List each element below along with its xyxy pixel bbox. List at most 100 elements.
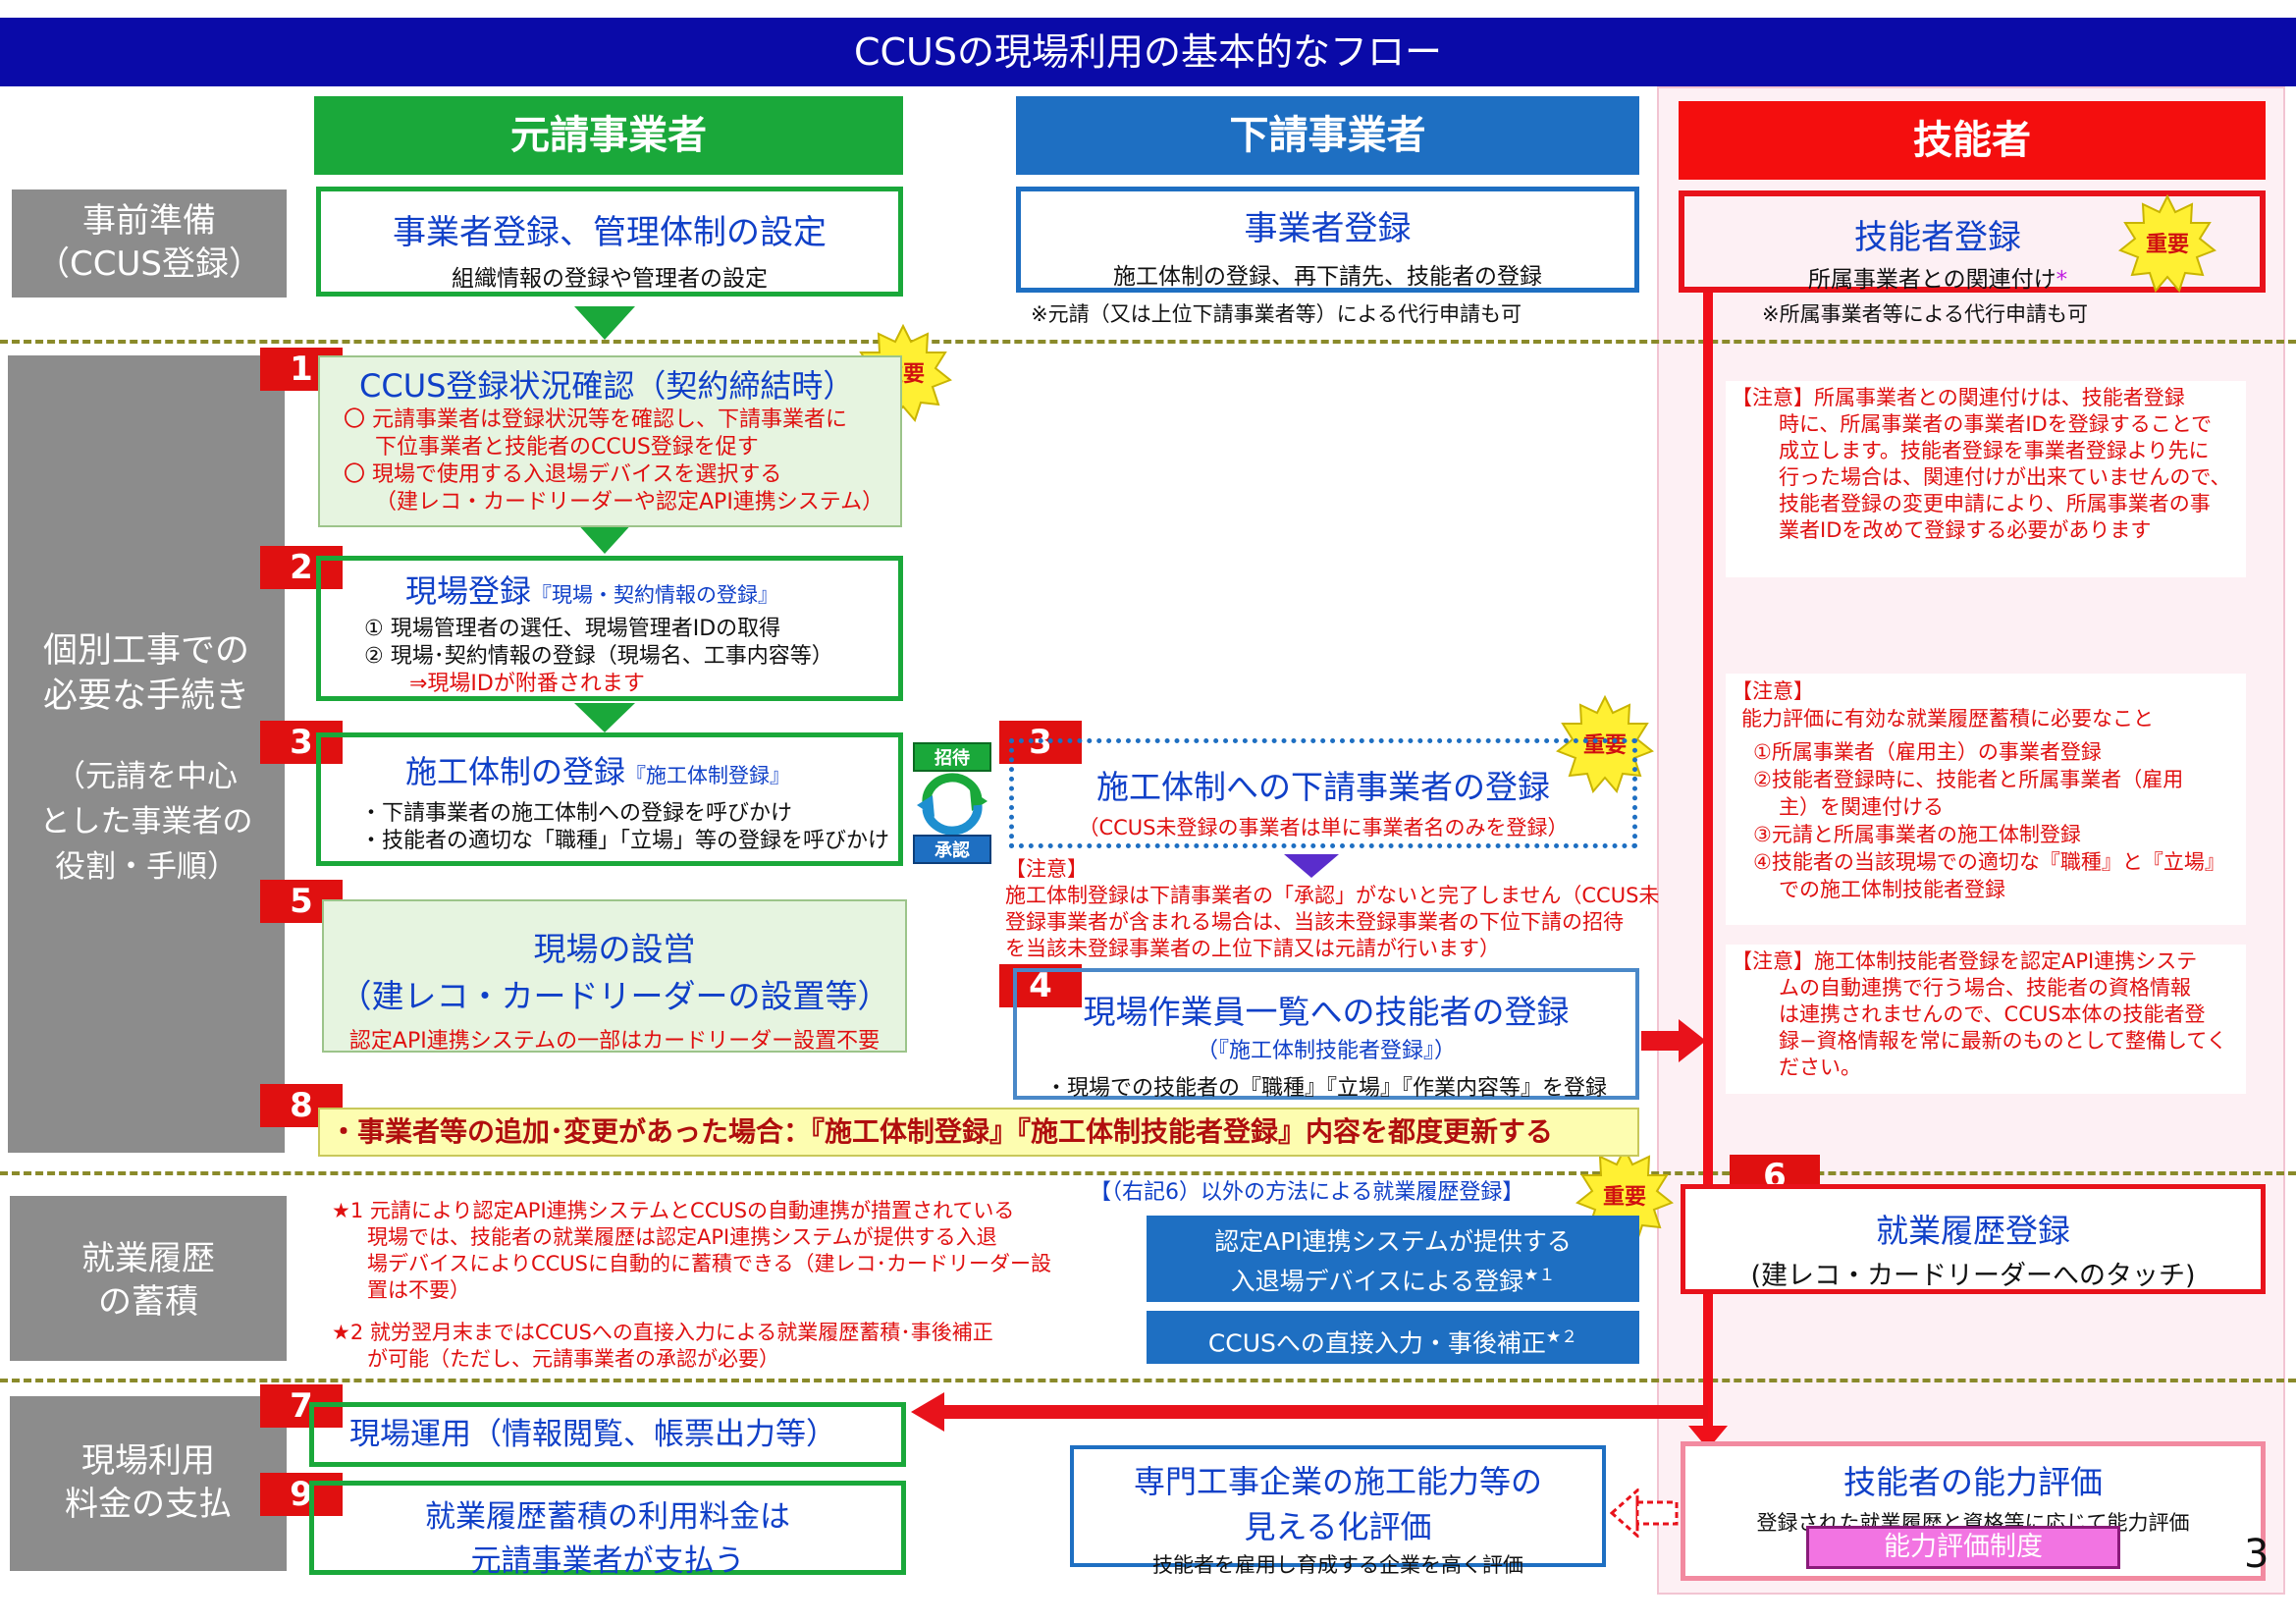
step6-box: 就業履歴登録 (建レコ・カードリーダーへのタッチ) [1681,1184,2266,1294]
worker-note-1-line3: 成立します。技能者登録を事業者登録より先に [1779,439,2210,462]
column-header-worker: 技能者 [1679,101,2266,180]
worker-note-2: 【注意】 能力評価に有効な就業履歴蓄積に必要なこと ①所属事業者（雇用主）の事業… [1726,674,2246,925]
prime-prep-sub: 組織情報の登録や管理者の設定 [452,266,768,292]
row-label-procedures-line1: 個別工事での [42,631,249,671]
step1-title: CCUS登録状況確認（契約締結時） [359,367,855,405]
worker-prep-note: ※所属事業者等による代行申請も可 [1762,302,2088,326]
step2-title-note: 『現場・契約情報の登録』 [531,583,779,607]
step1-box: CCUS登録状況確認（契約締結時） 〇 元請事業者は登録状況等を確認し、下請事業… [318,355,902,527]
row-label-procedures-line4: とした事業者の [39,804,253,839]
row-label-procedures-line3: （元請を中心 [55,759,238,794]
step3-line2: ・技能者の適切な「職種」「立場」等の登録を呼びかけ [360,829,890,853]
history-direct-text: CCUSへの直接入力・事後補正 [1207,1328,1546,1358]
company-eval-box: 専門工事企業の施工能力等の 見える化評価 技能者を雇用し育成する企業を高く評価 [1070,1445,1606,1577]
step4-sub: ・現場での技能者の『職種』『立場』『作業内容等』を登録 [1044,1076,1607,1101]
page-number: 3 [2244,1532,2269,1577]
step4-title: 現場作業員一覧への技能者の登録 [1083,993,1570,1031]
history-device-box: 認定API連携システムが提供する 入退場デバイスによる登録★１ [1147,1216,1639,1302]
step3-box: 施工体制の登録『施工体制登録』 ・下請事業者の施工体制への登録を呼びかけ ・技能… [316,732,903,866]
important-badge-prep: 重要 [2118,194,2216,293]
step5-sub: 認定API連携システムの一部はカードリーダー設置不要 [348,1029,881,1054]
row-label-procedures-line5: 役割・手順） [55,849,238,885]
step2-line1: ① 現場管理者の選任、現場管理者IDの取得 [364,617,781,641]
step5-title2: （建レコ・カードリーダーの設置等） [339,977,890,1015]
worker-eval-title: 技能者の能力評価 [1843,1463,2103,1501]
important-badge-history-text: 重要 [1603,1185,1646,1210]
worker-note-2-line0: 能力評価に有効な就業履歴蓄積に必要なこと [1741,707,2154,731]
step3b-sub: （CCUS未登録の事業者は単に事業者名のみを登録） [1078,816,1569,839]
prime-prep-box: 事業者登録、管理体制の設定 組織情報の登録や管理者の設定 [316,187,903,297]
step5-box: 現場の設営 （建レコ・カードリーダーの設置等） 認定API連携システムの一部はカ… [322,899,907,1054]
step9-box: 就業履歴蓄積の利用料金は 元請事業者が支払う [309,1481,906,1579]
row-label-fee-line1: 現場利用 [81,1441,215,1481]
row-label-procedures: 個別工事での 必要な手続き （元請を中心 とした事業者の 役割・手順） [8,355,285,1153]
worker-note-2-line5: ④技能者の当該現場での適切な『職種』と『立場』 [1753,850,2225,874]
ability-eval-badge[interactable]: 能力評価制度 [1806,1526,2120,1569]
sub-prep-box: 事業者登録 施工体制の登録、再下請先、技能者の登録 [1016,187,1639,293]
separator-3 [0,1379,2296,1382]
step9-title1: 就業履歴蓄積の利用料金は [425,1499,790,1535]
important-badge-step3b-text: 重要 [1583,733,1627,758]
history-direct-box: CCUSへの直接入力・事後補正★２ [1147,1311,1639,1364]
worker-note-3-line1: 施工体制技能者登録を認定API連携システ [1814,949,2198,973]
step9-title2: 元請事業者が支払う [470,1543,745,1579]
history-direct-star: ★２ [1545,1327,1578,1347]
history-device-line1: 認定API連携システムが提供する [1214,1227,1572,1256]
step8-text: ・事業者等の追加･変更があった場合：『施工体制登録』『施工体制技能者登録』内容を… [330,1115,1554,1148]
company-eval-line2: 見える化評価 [1244,1508,1432,1545]
step1-line2: 下位事業者と技能者のCCUS登録を促す [375,435,759,460]
step8-box: ・事業者等の追加･変更があった場合：『施工体制登録』『施工体制技能者登録』内容を… [318,1108,1639,1157]
worker-note-3-line3: は連携されませんので、CCUS本体の技能者登 [1779,1002,2206,1026]
row-label-prep-line1: 事前準備 [82,201,216,241]
worker-note-1-line1: 所属事業者との関連付けは、技能者登録 [1814,386,2185,409]
worker-note-3-line4: 録−資格情報を常に最新のものとして整備してく [1779,1029,2227,1053]
company-eval-sub: 技能者を雇用し育成する企業を高く評価 [1152,1553,1523,1577]
step3-title-note: 『施工体制登録』 [625,764,791,787]
step-number-9: 9 [260,1473,343,1516]
step-number-3: 3 [260,721,343,764]
history-note-2-line2: が可能（ただし、元請事業者の承認が必要） [367,1347,779,1371]
history-note-1-line2: 現場では、技能者の就業履歴は認定API連携システムが提供する入退 [367,1225,997,1249]
worker-prep-sub: 所属事業者との関連付け* [1684,260,2191,294]
dashed-arrow-left [1610,1489,1679,1538]
history-note-1-line3: 場デバイスによりCCUSに自動的に蓄積できる（建レコ･カードリーダー設 [367,1252,1052,1275]
step4-box: 現場作業員一覧への技能者の登録 （『施工体制技能者登録』） ・現場での技能者の『… [1013,968,1639,1101]
row-label-history: 就業履歴 の蓄積 [10,1196,287,1361]
invite-label: 招待 [913,742,991,772]
step2-box: 現場登録『現場・契約情報の登録』 ① 現場管理者の選任、現場管理者IDの取得 ②… [316,556,903,701]
starburst-shape [1556,695,1654,793]
step5-title1: 現場の設営 [533,930,696,968]
column-header-prime: 元請事業者 [314,96,903,175]
down-arrow-2 [574,520,635,554]
separator-1 [0,340,2296,344]
worker-note-2-line1: ①所属事業者（雇用主）の事業者登録 [1753,740,2102,764]
page-title: CCUSの現場利用の基本的なフロー [0,18,2296,86]
history-note-2: ★2 就労翌月末まではCCUSへの直接入力による就業履歴蓄積･事後補正 が可能（… [332,1320,1078,1373]
row-label-prep: 事前準備 （CCUS登録） [12,189,287,298]
step4-title-note: （『施工体制技能者登録』） [1196,1039,1456,1063]
arrow-to-step7 [911,1392,1708,1432]
worker-note-1-line5: 技能者登録の変更申請により、所属事業者の事 [1779,492,2211,515]
step3-line1: ・下請事業者の施工体制への登録を呼びかけ [360,801,793,826]
important-badge-step3b: 重要 [1556,695,1654,793]
worker-prep-title: 技能者登録 [1854,218,2021,257]
row-label-procedures-line2: 必要な手続き [42,677,249,716]
separator-2 [0,1171,2296,1175]
history-note-2-line1: ★2 就労翌月末まではCCUSへの直接入力による就業履歴蓄積･事後補正 [332,1321,993,1344]
worker-note-3: 【注意】施工体制技能者登録を認定API連携システ ムの自動連携で行う場合、技能者… [1726,945,2246,1094]
row-label-fee-line2: 料金の支払 [65,1485,232,1524]
step-number-2: 2 [260,546,343,589]
worker-note-2-line2: ②技能者登録時に、技能者と所属事業者（雇用 [1753,768,2184,791]
history-note-1: ★1 元請により認定API連携システムとCCUSの自動連携が措置されている 現場… [332,1198,1078,1304]
worker-flow-line [1703,293,1713,1441]
worker-flow-arrowhead [1688,1426,1728,1449]
worker-note-2-line6: での施工体制技能者登録 [1779,878,2005,901]
row-label-history-line2: の蓄積 [98,1282,198,1322]
step7-box: 現場運用（情報閲覧、帳票出力等） [309,1402,906,1467]
important-badge-prep-text: 重要 [2146,233,2189,257]
sub-prep-note: ※元請（又は上位下請事業者等）による代行申請も可 [1031,302,1522,326]
worker-note-2-line4: ③元請と所属事業者の施工体制登録 [1753,823,2081,846]
history-device-star: ★１ [1523,1266,1556,1285]
worker-prep-box: 技能者登録 所属事業者との関連付け* [1679,190,2266,293]
worker-note-1-line4: 行った場合は、関連付けが出来ていませんので、 [1779,465,2231,489]
